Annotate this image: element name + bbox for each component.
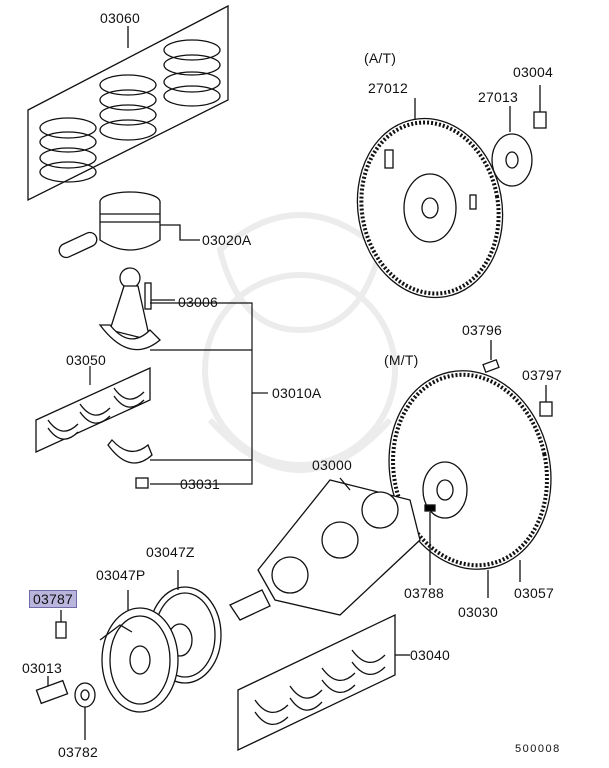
main-bearings-set [237,613,410,752]
part-label-03782[interactable]: 03782 [58,744,98,760]
watermark-emblem [202,212,398,473]
part-label-03060[interactable]: 03060 [100,10,140,26]
crankshaft-pulley [99,570,222,713]
part-label-03004[interactable]: 03004 [513,64,553,80]
part-label-03030[interactable]: 03030 [458,604,498,620]
part-label-03797[interactable]: 03797 [522,367,562,383]
part-label-03031[interactable]: 03031 [180,476,220,492]
part-label-03010a[interactable]: 03010A [272,385,322,401]
rod-cap [107,438,153,489]
part-label-27012[interactable]: 27012 [368,80,408,96]
flywheel-mt [388,370,552,598]
piston [58,191,200,259]
part-label-03000[interactable]: 03000 [312,457,352,473]
part-label-03796[interactable]: 03796 [462,322,502,338]
leader-lines [89,302,268,485]
mt-note: (M/T) [384,352,419,368]
rod-bearings-set [35,366,151,454]
crankshaft [229,477,421,621]
dowel-pin [482,340,553,417]
part-label-03013[interactable]: 03013 [22,660,62,676]
part-label-03788[interactable]: 03788 [404,585,444,601]
part-label-27013[interactable]: 27013 [478,89,518,105]
part-label-03047p[interactable]: 03047P [96,567,146,583]
piston-rings-set [27,4,229,202]
at-note: (A/T) [364,50,397,66]
adapter-plate-at [491,85,547,187]
part-label-03020a[interactable]: 03020A [202,232,252,248]
diagram-code: 500008 [515,743,561,755]
connecting-rod [98,267,175,351]
drive-plate-at [356,98,504,299]
bolts-and-washer [35,610,96,740]
part-label-03057[interactable]: 03057 [514,585,554,601]
part-label-03006[interactable]: 03006 [178,294,218,310]
part-label-03787-highlighted[interactable]: 03787 [29,590,77,608]
part-label-03047z[interactable]: 03047Z [146,544,195,560]
part-label-03050[interactable]: 03050 [66,352,106,368]
part-label-03040[interactable]: 03040 [410,647,450,663]
